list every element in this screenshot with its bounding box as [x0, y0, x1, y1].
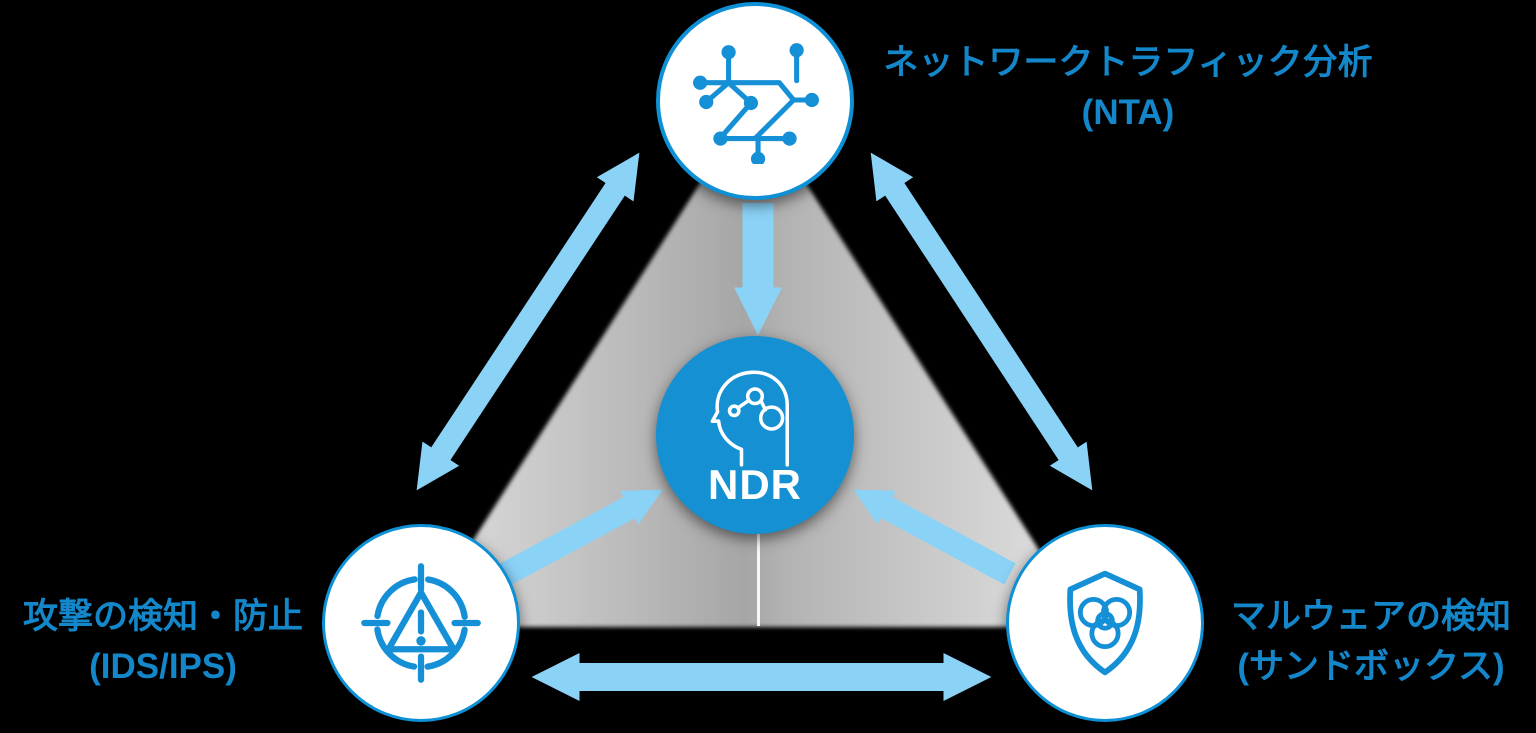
arrow-top-bottomleft-bidirectional — [416, 152, 640, 491]
caption-nta: ネットワークトラフィック分析 (NTA) — [868, 38, 1388, 138]
arrow-bottomleft-to-ndr — [500, 489, 663, 585]
center-divider-line — [757, 533, 760, 626]
node-ids-ips — [322, 524, 520, 722]
node-sandbox — [1006, 524, 1204, 722]
caption-ids-ips: 攻撃の検知・防止 (IDS/IPS) — [2, 592, 324, 692]
ndr-label: NDR — [708, 461, 802, 508]
caption-sandbox: マルウェアの検知 (サンドボックス) — [1206, 592, 1536, 692]
caption-sandbox-title: マルウェアの検知 — [1230, 597, 1511, 636]
caption-sandbox-subtitle: (サンドボックス) — [1237, 647, 1505, 686]
caption-ids-ips-subtitle: (IDS/IPS) — [89, 647, 237, 686]
target-alert-icon — [361, 563, 481, 683]
network-graph-icon — [693, 43, 819, 164]
caption-nta-title: ネットワークトラフィック分析 — [883, 43, 1373, 82]
head-circuit-icon — [710, 370, 790, 467]
node-nta — [656, 2, 854, 200]
caption-ids-ips-title: 攻撃の検知・防止 — [22, 597, 303, 636]
shield-biohazard-icon — [1067, 570, 1143, 676]
caption-nta-subtitle: (NTA) — [1081, 93, 1175, 132]
node-ndr: NDR — [656, 336, 854, 534]
arrow-bottomright-to-ndr — [853, 489, 1016, 585]
arrow-top-bottomright-bidirectional — [870, 152, 1093, 491]
